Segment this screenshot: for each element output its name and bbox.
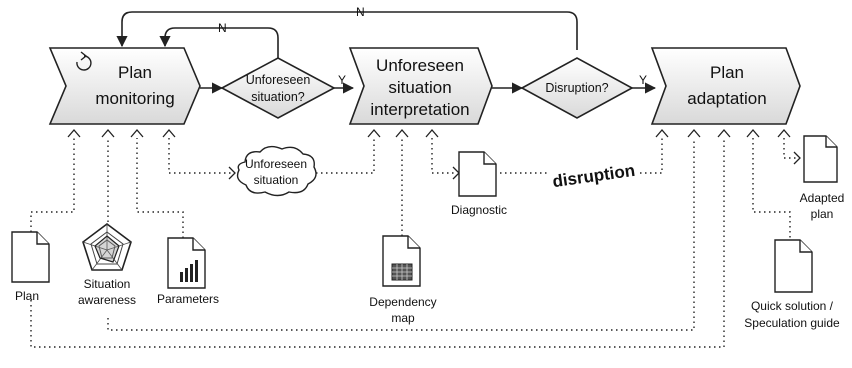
decision-unforeseen-situation: Unforeseen situation? — [220, 57, 336, 119]
decision-disruption-label: Disruption? — [545, 81, 608, 95]
plan-monitoring-label-1: Plan — [118, 63, 152, 82]
bar-chart-icon — [180, 260, 198, 282]
radar-chart-icon — [82, 223, 132, 271]
input-chevrons — [67, 129, 801, 180]
cloud-label-1: Unforeseen — [245, 157, 307, 171]
doc-adapted-plan-label-2: plan — [811, 207, 834, 221]
doc-dependency-map-label-2: map — [391, 311, 415, 325]
dotted-connectors — [30, 138, 798, 348]
plan-monitoring-label-2: monitoring — [95, 89, 174, 108]
doc-quick-solution: Quick solution / Speculation guide — [744, 239, 840, 330]
interpretation-label-2: situation — [388, 78, 451, 97]
disruption-event-label: disruption — [551, 161, 636, 191]
doc-quick-solution-label-1: Quick solution / — [751, 299, 834, 313]
cloud-label-2: situation — [254, 173, 299, 187]
cycle-icon — [76, 51, 92, 71]
doc-parameters-label: Parameters — [157, 292, 219, 306]
decision1-yes-label: Y — [338, 73, 346, 87]
interpretation-label-1: Unforeseen — [376, 56, 464, 75]
doc-diagnostic-label: Diagnostic — [451, 203, 507, 217]
process-plan-monitoring: Plan monitoring — [48, 47, 201, 125]
situation-awareness-label-1: Situation — [84, 277, 131, 291]
decision-unforeseen-label-1: Unforeseen — [246, 73, 311, 87]
process-unforeseen-interpretation: Unforeseen situation interpretation — [348, 47, 493, 125]
situation-awareness-label-2: awareness — [78, 293, 136, 307]
decision-unforeseen-label-2: situation? — [251, 90, 305, 104]
doc-quick-solution-label-2: Speculation guide — [744, 316, 840, 330]
doc-dependency-map-label-1: Dependency — [369, 295, 436, 309]
loop-unforeseen-no — [159, 27, 279, 60]
doc-adapted-plan: Adapted plan — [800, 135, 845, 221]
plan-adaptation-label-1: Plan — [710, 63, 744, 82]
loop-disruption-no — [116, 11, 578, 50]
loop-disruption-no-label: N — [356, 5, 365, 19]
grid-table-icon — [391, 263, 413, 281]
doc-plan: Plan — [11, 231, 50, 303]
doc-adapted-plan-label-1: Adapted — [800, 191, 845, 205]
decision-disruption: Disruption? — [520, 57, 634, 119]
doc-dependency-map: Dependency map — [369, 235, 437, 325]
decision2-yes-label: Y — [639, 73, 647, 87]
doc-situation-awareness: Situation awareness — [78, 223, 136, 307]
plan-adaptation-label-2: adaptation — [687, 89, 766, 108]
doc-parameters: Parameters — [157, 237, 219, 306]
process-plan-adaptation: Plan adaptation — [650, 47, 801, 125]
event-cloud-unforeseen-situation: Unforeseen situation — [236, 145, 317, 197]
doc-plan-label: Plan — [15, 289, 39, 303]
doc-diagnostic: Diagnostic — [451, 151, 507, 217]
loop-unforeseen-no-label: N — [218, 21, 227, 35]
interpretation-label-3: interpretation — [370, 100, 469, 119]
